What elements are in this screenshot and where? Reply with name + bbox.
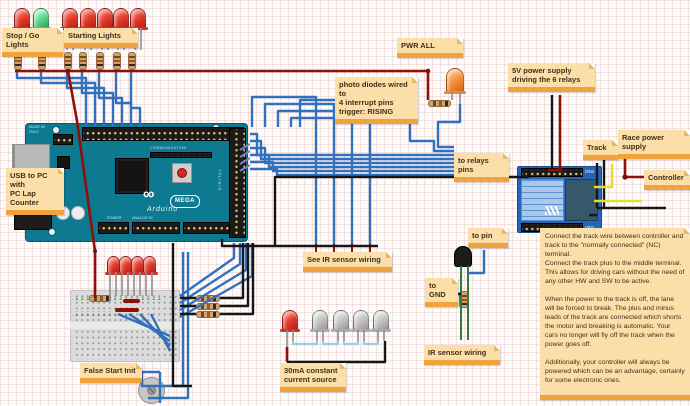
- power-pin-header: [98, 222, 129, 234]
- analog-pin-header: [132, 222, 180, 234]
- resistor: [428, 100, 451, 107]
- note-to-gnd: to GND: [425, 278, 458, 307]
- led-ir-chain: [331, 310, 351, 332]
- note-stop-go-lights: Stop / Go Lights: [2, 28, 63, 57]
- relay-pins-top: [521, 168, 583, 177]
- capacitor: [71, 206, 85, 220]
- note-ir-sensor-wiring: IR sensor wiring: [424, 345, 500, 365]
- lightblue-chain-wires: [291, 341, 380, 346]
- note-controller: Controller: [644, 170, 690, 190]
- atmega-chip: [115, 158, 149, 194]
- black-ground-wires: [171, 95, 666, 388]
- jumper-wire: [123, 299, 140, 303]
- note-photo-diodes: photo diodes wired to 4 interrupt pins t…: [335, 77, 418, 124]
- resistor: [128, 52, 136, 70]
- resistor: [196, 311, 220, 318]
- note-to-pin: to pin: [468, 228, 508, 248]
- analog-in-label: ANALOG IN: [132, 216, 153, 220]
- led-false-start: [117, 256, 134, 275]
- mega-badge: MEGA: [170, 195, 200, 208]
- jumper-wire: [115, 308, 139, 312]
- phototransistor: [454, 246, 472, 267]
- note-to-relays-pins: to relays pins: [454, 153, 509, 182]
- usb-connector: [12, 144, 50, 171]
- yellow-track-wires: [594, 164, 642, 203]
- reset-button-cap: [177, 168, 187, 178]
- note-current-source: 30mA constant current source: [280, 363, 346, 392]
- note-pwr-all: PWR ALL: [397, 38, 463, 58]
- arduino-logo-icon: ∞: [143, 186, 155, 203]
- made-in-italy-label: MADE IN ITALY: [29, 125, 45, 134]
- relay-channel-label: ON1: [585, 225, 594, 230]
- blue-signal-wires: [15, 72, 486, 403]
- led-ir-chain: [310, 310, 330, 332]
- led-false-start: [141, 256, 158, 275]
- led-start: [128, 8, 148, 30]
- resistor: [96, 52, 104, 70]
- relay-logo: [545, 206, 559, 215]
- resistor: [79, 52, 87, 70]
- mounting-hole: [48, 228, 56, 236]
- communication-label: COMMUNICATION: [150, 146, 187, 150]
- junction-dots: [65, 68, 628, 253]
- sensor-leads: [460, 266, 469, 340]
- note-see-ir-sensor-wiring: See IR sensor wiring: [303, 252, 392, 272]
- led-ir-chain: [371, 310, 391, 332]
- note-false-start-init: False Start Init: [80, 363, 142, 383]
- communication-pins: [150, 152, 212, 158]
- resistor: [89, 295, 111, 302]
- note-track-wiring-info: Connect the track wire between controlle…: [540, 228, 690, 400]
- note-5v-power-supply: 5V power supply driving the 6 relays: [508, 63, 595, 92]
- breadboard-channel: [70, 322, 180, 329]
- analog2-pin-header: [183, 222, 241, 234]
- pin-leg-stubs: [239, 143, 251, 172]
- mounting-hole: [52, 126, 60, 134]
- note-usb-to-pc: USB to PC with PC Lap Counter: [6, 168, 64, 215]
- led-ir-chain: [280, 310, 300, 332]
- led-pwr-all: [444, 68, 466, 94]
- arduino-brand-label: Arduino: [147, 206, 179, 213]
- breadboard-green-row: [72, 311, 134, 316]
- led-ir-chain: [351, 310, 371, 332]
- relay-channel-label: ON1: [585, 169, 595, 174]
- resistor: [113, 52, 121, 70]
- note-race-power-supply: Race power supply: [618, 130, 690, 159]
- power-label: POWER: [107, 216, 122, 220]
- note-track: Track: [583, 140, 618, 160]
- icsp-header: [53, 134, 73, 145]
- note-starting-lights: Starting Lights: [64, 28, 138, 48]
- breadboard-green-row: [72, 295, 162, 300]
- digital-pin-header-top: [82, 127, 244, 141]
